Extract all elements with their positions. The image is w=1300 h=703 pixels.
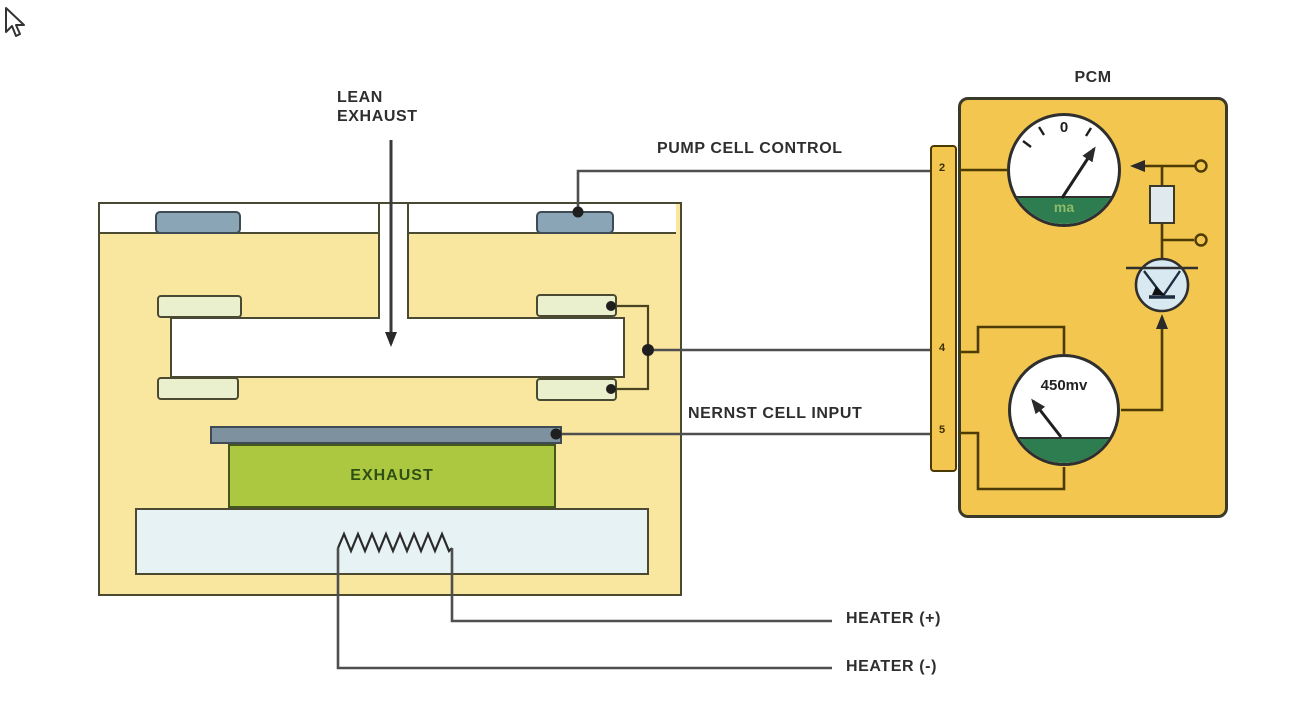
pin-5-label: 5 <box>938 424 946 436</box>
heater-substrate <box>135 508 649 575</box>
lean-exhaust-line1: LEAN <box>337 89 383 106</box>
cell-electrode-top-left <box>157 295 242 318</box>
voltmeter-reading-label: 450mv <box>1040 377 1088 394</box>
heater-positive-label: HEATER (+) <box>846 610 942 627</box>
exhaust-inlet-slot <box>378 204 409 319</box>
ammeter-unit-label: ma <box>1053 199 1075 215</box>
ammeter-zero-label: 0 <box>1059 119 1069 136</box>
mouse-cursor <box>5 7 25 37</box>
lean-exhaust-line2: EXHAUST <box>337 108 418 125</box>
diffusion-chamber <box>170 317 625 378</box>
pump-electrode-left <box>155 211 241 234</box>
nernst-electrode-bar <box>210 426 562 444</box>
nernst-cell-input-label: NERNST CELL INPUT <box>688 405 863 422</box>
exhaust-chamber-label: EXHAUST <box>350 467 434 484</box>
pump-cell-control-label: PUMP CELL CONTROL <box>657 140 843 157</box>
cell-electrode-top-right <box>536 294 617 317</box>
pin-4-label: 4 <box>938 342 946 354</box>
heater-negative-label: HEATER (-) <box>846 658 938 675</box>
cell-electrode-bottom-left <box>157 377 239 400</box>
nernst-voltage-meter <box>1008 354 1120 466</box>
exhaust-reference-chamber: EXHAUST <box>228 444 556 508</box>
lean-exhaust-label: LEAN EXHAUST <box>337 88 418 126</box>
meter-green-zone <box>1011 437 1117 463</box>
pump-electrode-right <box>536 211 614 234</box>
connector-strip <box>930 145 957 472</box>
pcm-title: PCM <box>1074 69 1112 86</box>
cell-electrode-bottom-right <box>536 378 617 401</box>
pin-2-label: 2 <box>938 162 946 174</box>
